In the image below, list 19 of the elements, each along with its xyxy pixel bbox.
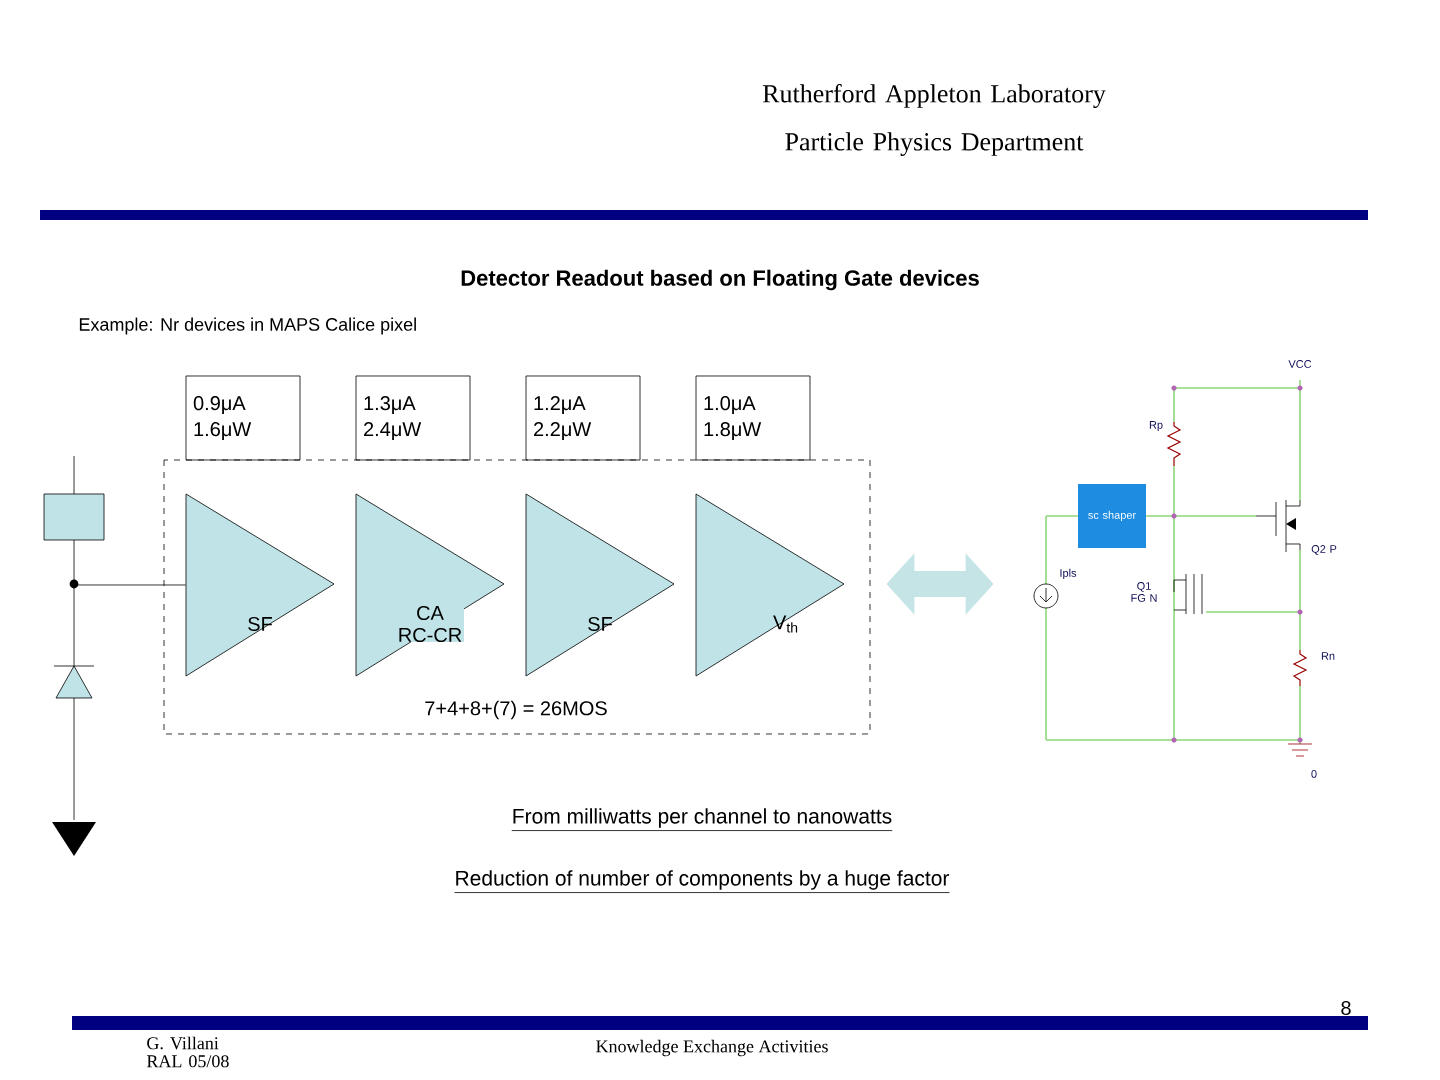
transistor-circuit-drawing <box>1033 379 1313 757</box>
amplifier-triangle: SF <box>185 493 335 677</box>
signal-wire <box>73 584 186 586</box>
current-box: 1.0μA 1.8μW <box>695 375 811 461</box>
current-box: 0.9μA 1.6μW <box>185 375 301 461</box>
amplifier-triangle: SF <box>525 493 675 677</box>
note-text: Example: Nr devices in MAPS Calice pixel <box>79 317 416 335</box>
amplifier-triangle: CA RC-CR <box>355 493 505 677</box>
amplifier-triangle: V$_{th}$ <box>695 493 845 677</box>
page-number: 8 <box>1341 1000 1351 1016</box>
detector-circuit-drawing <box>43 455 105 856</box>
header-text: Rutherford Appleton Laboratory Particle Physics Department <box>762 84 1106 156</box>
underlined-text: Reduction of number of components by a huge factor <box>454 870 950 893</box>
current-box: 1.3μA 2.4μW <box>355 375 471 461</box>
footer-text: Knowledge Exchange Activities <box>596 1039 828 1057</box>
footer-text: G. Villani RAL 05/08 <box>146 1036 229 1068</box>
underlined-text: From milliwatts per channel to nanowatts <box>511 808 893 831</box>
slide-title: Detector Readout based on Floating Gate devices <box>461 269 979 291</box>
current-box: 1.2μA 2.2μW <box>525 375 641 461</box>
